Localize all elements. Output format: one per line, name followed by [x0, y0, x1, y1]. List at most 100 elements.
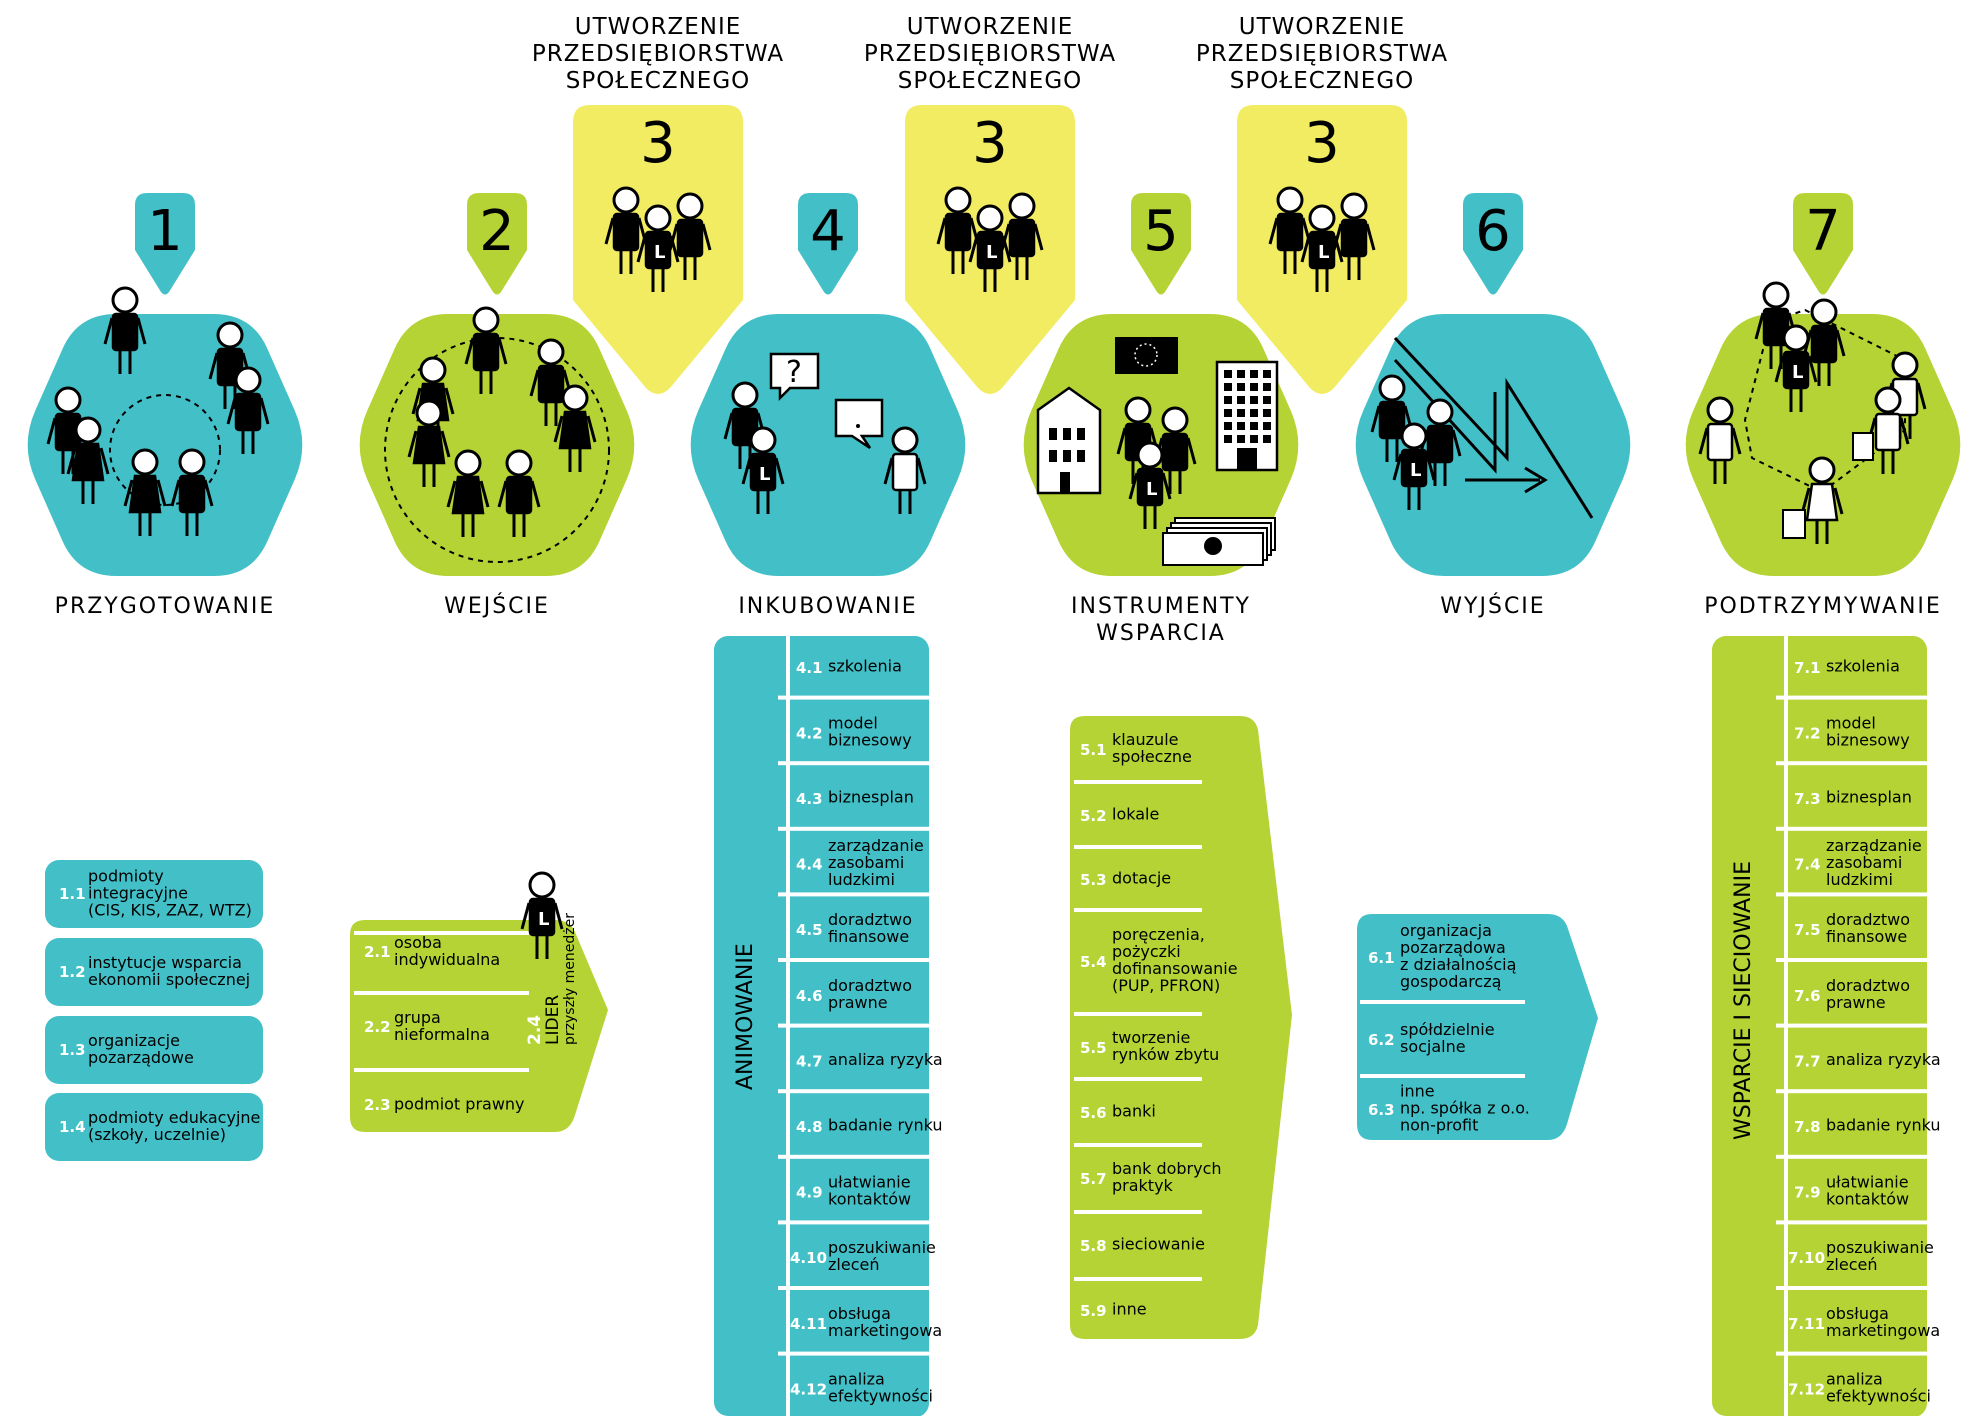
arm	[1392, 453, 1403, 481]
arm	[208, 352, 219, 380]
item-separator	[1776, 826, 1927, 831]
body	[1308, 230, 1336, 270]
head	[1706, 396, 1734, 424]
arm	[1116, 427, 1127, 455]
group-6-arrow-shape	[1357, 914, 1598, 1140]
item-text: osoba	[394, 933, 442, 952]
head	[749, 426, 777, 454]
item-text: zleceń	[1826, 1255, 1877, 1274]
stage-title: PRZYGOTOWANIE	[55, 594, 276, 619]
window	[1250, 383, 1258, 391]
item-text: doradztwo	[828, 910, 912, 929]
item-text: zarządzanie	[1826, 836, 1922, 855]
arm	[1268, 217, 1279, 245]
item-box	[790, 1228, 929, 1286]
stage-number: 6	[1475, 199, 1511, 264]
callout-title: SPOŁECZNEGO	[1230, 68, 1415, 94]
arm	[636, 235, 647, 263]
window	[1250, 370, 1258, 378]
arm	[123, 479, 134, 507]
body	[472, 332, 500, 372]
arm	[99, 447, 110, 475]
item-text: prawne	[1826, 993, 1886, 1012]
callout-title: PRZEDSIĘBIORSTWA	[864, 41, 1116, 67]
arm	[1300, 235, 1311, 263]
stage-title: INKUBOWANIE	[738, 594, 917, 619]
leader-figure-icon: L	[1300, 204, 1344, 292]
arrow-right-icon	[1524, 466, 1548, 494]
body	[234, 392, 262, 432]
arm	[1754, 312, 1765, 340]
person-icon	[1866, 386, 1910, 474]
head	[1340, 192, 1368, 220]
item-code: 2.2	[364, 1018, 391, 1036]
item-text: rynków zbytu	[1112, 1045, 1219, 1064]
head	[612, 186, 640, 214]
head	[537, 338, 565, 366]
arm	[604, 217, 615, 245]
item-text: np. spółka z o.o.	[1400, 1099, 1530, 1118]
item-code: 5.6	[1080, 1104, 1107, 1122]
arm	[1001, 235, 1012, 263]
arm	[411, 387, 422, 415]
stage-number: 2	[479, 199, 515, 264]
body	[1400, 448, 1428, 488]
head	[216, 321, 244, 349]
item-code: 5.4	[1080, 953, 1107, 971]
item-code: 4.7	[796, 1052, 823, 1070]
window	[1263, 409, 1271, 417]
eu-flag-icon	[1115, 337, 1178, 374]
arm	[1731, 427, 1742, 455]
question-mark: ?	[786, 355, 802, 390]
window	[1237, 370, 1245, 378]
item-box	[790, 1162, 929, 1221]
head	[415, 399, 443, 427]
person-icon	[446, 449, 490, 537]
item-box	[790, 1359, 929, 1416]
item-code: 7.9	[1794, 1184, 1821, 1202]
item-box	[790, 900, 929, 958]
body	[612, 212, 640, 252]
item-separator	[778, 958, 929, 962]
body	[1378, 400, 1406, 440]
stage-title: WYJŚCIE	[1440, 593, 1545, 619]
item-code: 7.1	[1794, 659, 1821, 677]
dashed-circle	[384, 337, 610, 563]
body	[1762, 307, 1790, 347]
item-code: 7.4	[1794, 856, 1821, 874]
separator	[1360, 1000, 1525, 1004]
separator	[354, 931, 529, 935]
body	[128, 474, 162, 514]
stage-title: WEJŚCIE	[444, 593, 550, 619]
item-text: organizacje	[88, 1031, 180, 1050]
item-text: analiza	[828, 1369, 885, 1388]
person-icon	[123, 448, 167, 536]
item-separator	[1776, 1220, 1927, 1225]
head	[891, 426, 919, 454]
item-separator	[1776, 1023, 1927, 1028]
item-separator	[778, 695, 929, 700]
body	[1810, 324, 1838, 364]
item-text: ułatwianie	[828, 1173, 911, 1192]
separator	[1074, 1012, 1202, 1016]
list-item-5.4: 5.4poręczenia,pożyczkidofinansowanie(PUP…	[1074, 908, 1238, 995]
arm	[407, 430, 418, 458]
separator	[354, 991, 529, 995]
person-icon	[883, 426, 927, 514]
body	[505, 475, 533, 515]
separator	[1074, 845, 1202, 849]
leader-letter: L	[1146, 479, 1157, 500]
leader-figure-icon: L	[1774, 324, 1818, 412]
item-box	[790, 1294, 929, 1352]
